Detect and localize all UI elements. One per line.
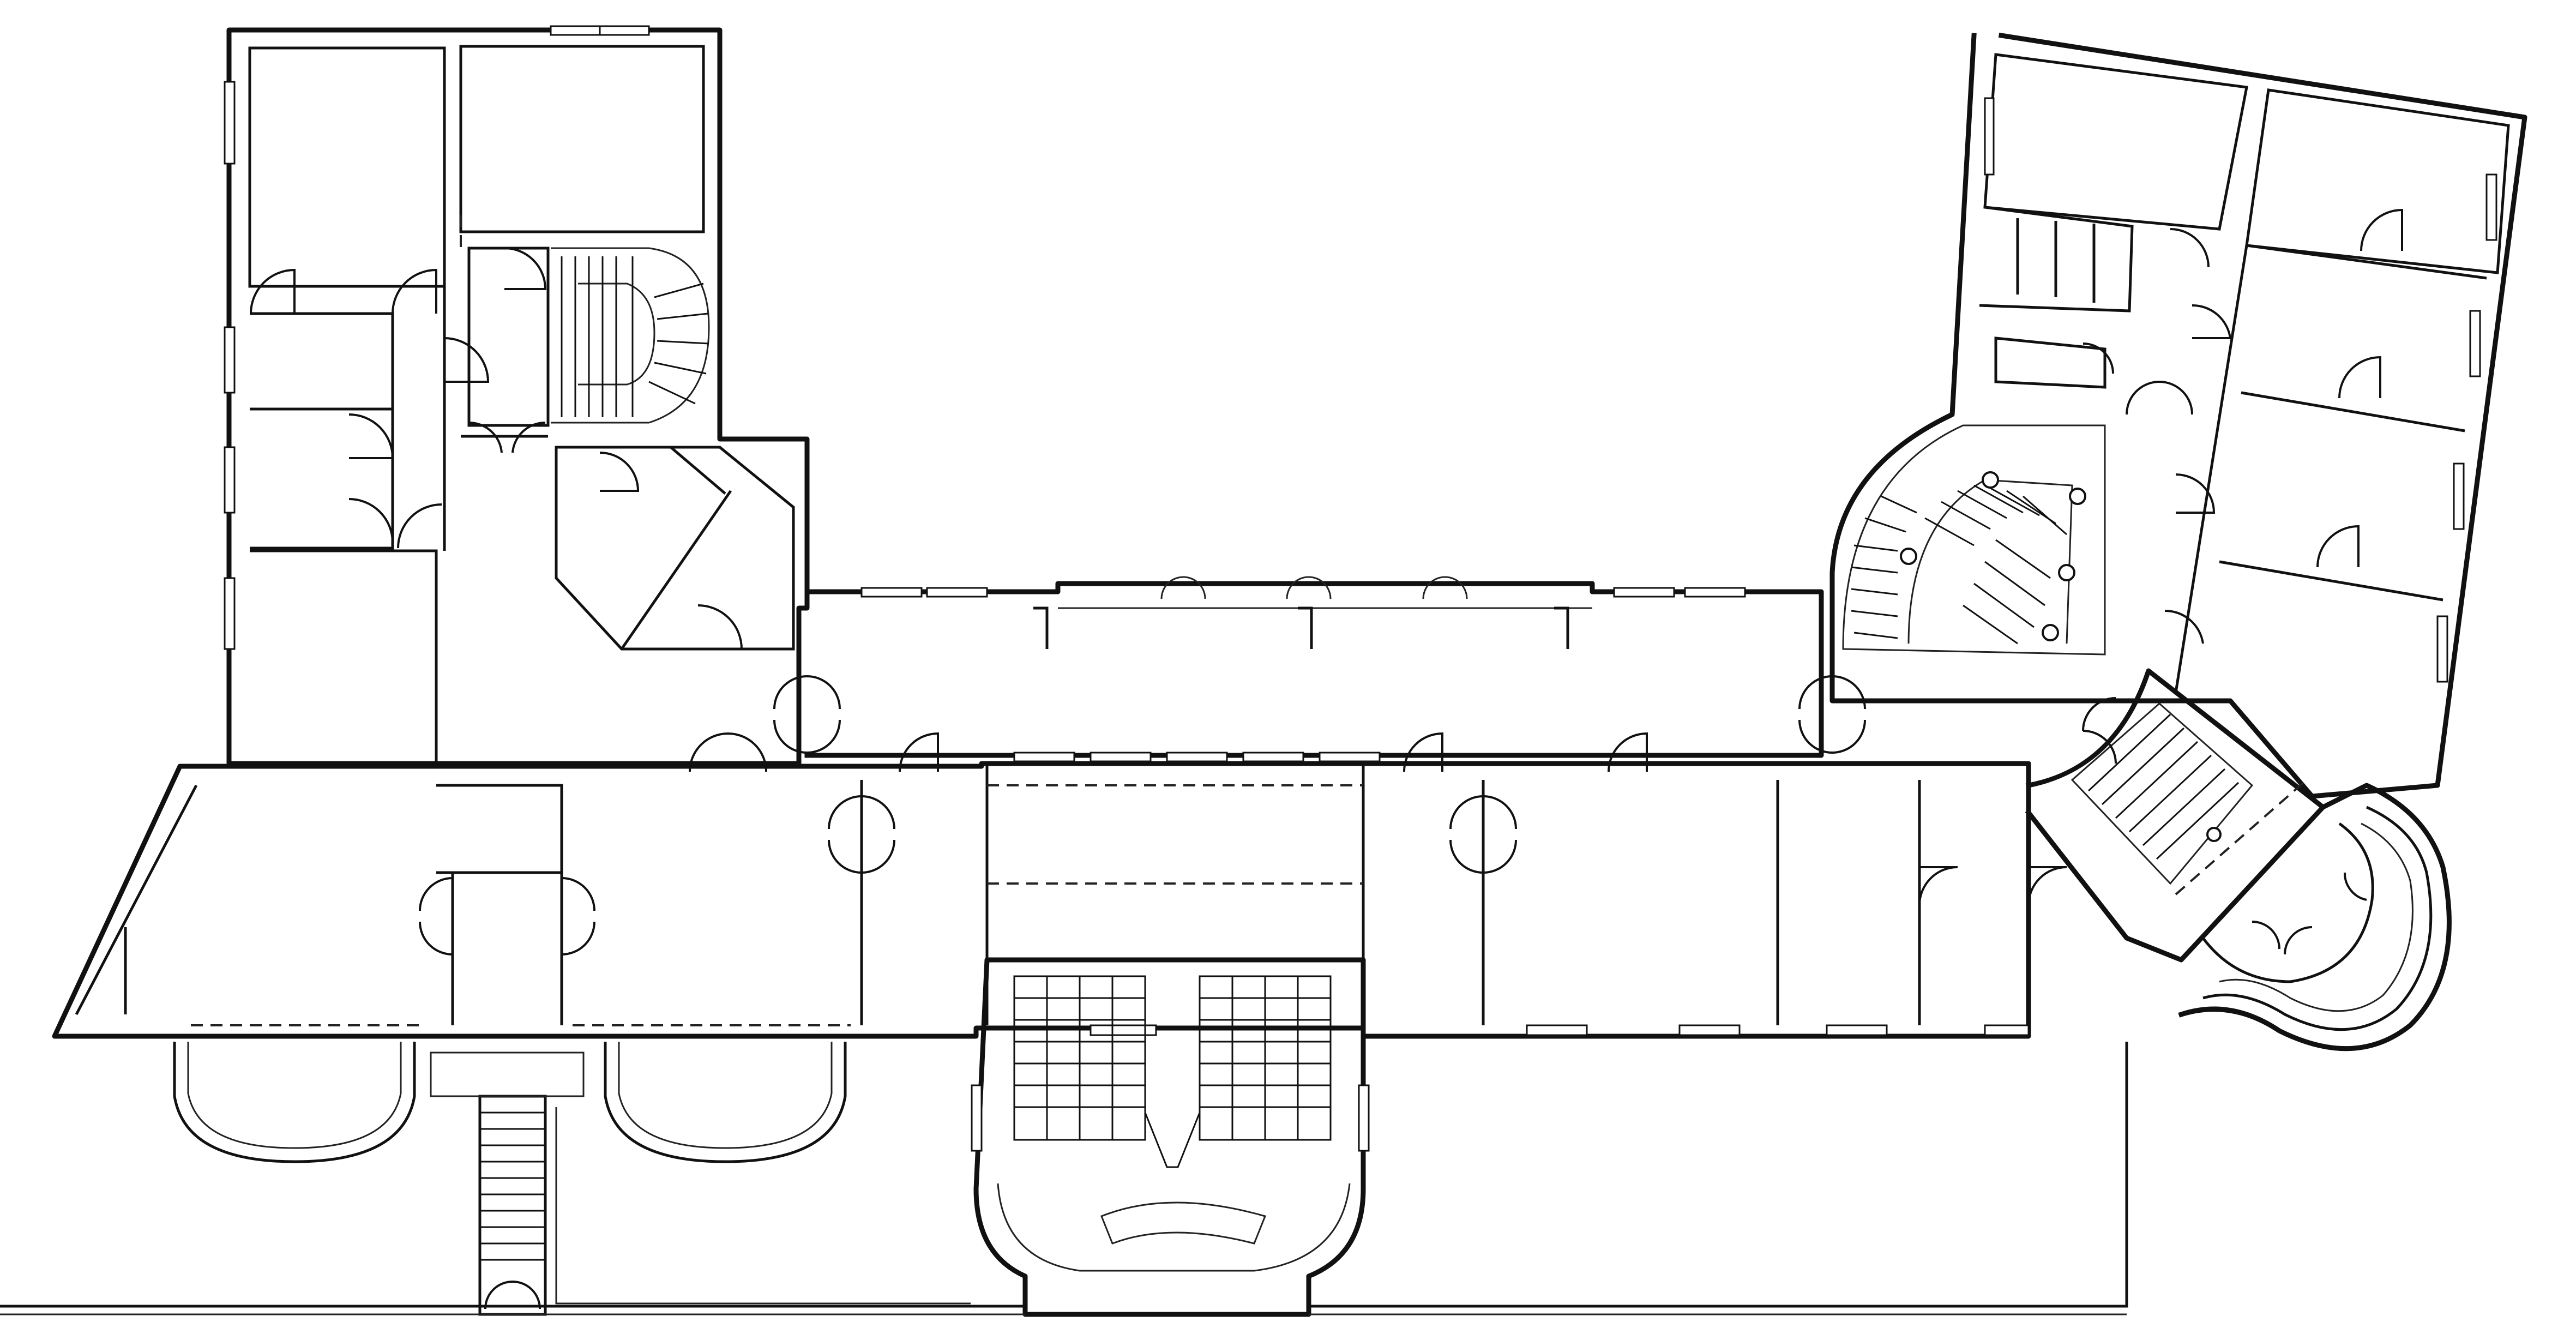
north-west-stair	[551, 247, 710, 424]
round-tower	[2178, 783, 2452, 1051]
south-front-wing	[52, 761, 2067, 1316]
lecture-hall	[971, 957, 1370, 1317]
east-wing	[1829, 32, 2527, 799]
lecture-hall-seating	[1013, 975, 1332, 1168]
west-wing	[224, 25, 810, 766]
central-corridor-wing	[689, 576, 1866, 772]
west-bay	[173, 1042, 416, 1163]
south-east-stair	[2025, 668, 2326, 963]
west-triangle-room	[53, 765, 198, 1037]
ground-line	[0, 1042, 2128, 1315]
entrance-steps	[478, 1095, 547, 1316]
east-spiral-stair	[1842, 424, 2106, 656]
central-bay	[604, 1042, 847, 1163]
